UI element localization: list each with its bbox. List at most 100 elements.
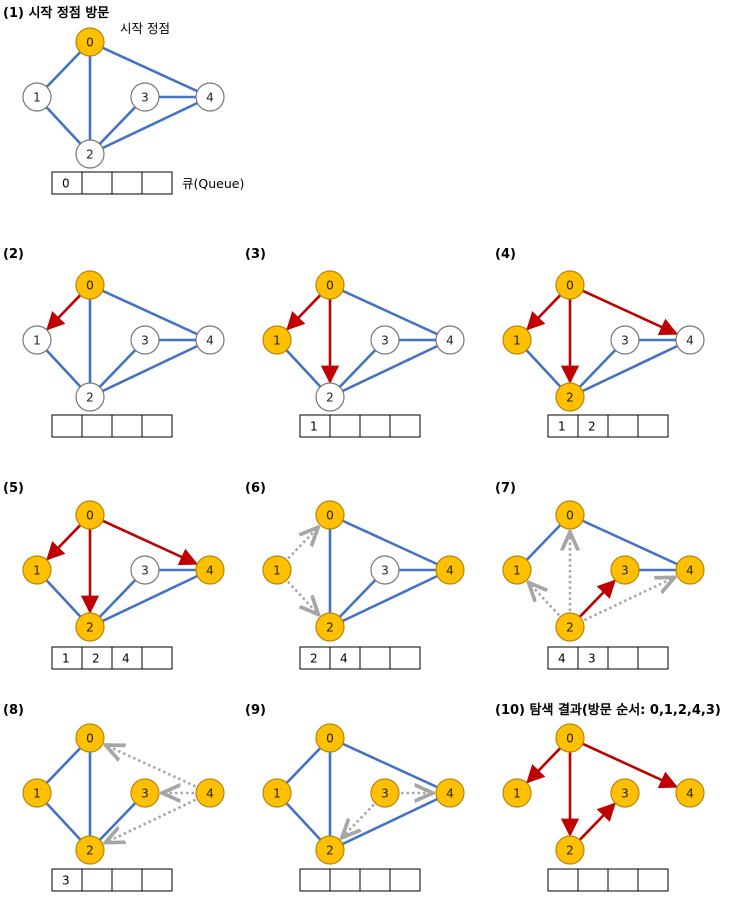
node-circle: [435, 778, 465, 808]
node-circle: [75, 270, 105, 300]
node-circle: [370, 555, 400, 585]
queue: [51, 414, 173, 438]
tree-edge-arrow: [526, 747, 562, 784]
node-circle: [22, 325, 52, 355]
node-circle: [555, 382, 585, 412]
node-circle: [130, 555, 160, 585]
node-2: 2: [75, 139, 105, 169]
node-circle: [675, 778, 705, 808]
node-0: 0: [315, 500, 345, 530]
node-2: 2: [555, 612, 585, 642]
queue-value: 4: [122, 652, 130, 666]
node-0: 0: [315, 723, 345, 753]
node-1: 1: [262, 555, 292, 585]
queue-cell: [359, 646, 391, 670]
node-label: 1: [33, 564, 41, 578]
node-3: 3: [370, 778, 400, 808]
node-circle: [610, 555, 640, 585]
queue-cell: [329, 414, 361, 438]
node-1: 1: [502, 778, 532, 808]
node-4: 4: [675, 555, 705, 585]
queue-value: 4: [558, 652, 566, 666]
check-edge-arrow: [529, 582, 561, 617]
graph-edge: [569, 513, 691, 572]
node-circle: [130, 778, 160, 808]
queue: 1: [299, 414, 421, 438]
queue: 1 2 4: [51, 646, 173, 670]
queue-value: 3: [588, 652, 596, 666]
node-circle: [195, 325, 225, 355]
tree-edge-arrow: [582, 289, 679, 336]
node-1: 1: [22, 555, 52, 585]
graph-edge: [89, 95, 211, 156]
node-0: 0: [75, 500, 105, 530]
queue-cell: [111, 868, 143, 892]
panel-title: (5): [3, 481, 24, 496]
node-0: 0: [75, 723, 105, 753]
tree-edge-arrow: [578, 802, 616, 841]
queue-cell: [389, 414, 421, 438]
node-4: 4: [435, 778, 465, 808]
node-label: 2: [86, 148, 94, 162]
node-label: 1: [33, 787, 41, 801]
node-3: 3: [610, 555, 640, 585]
queue-cell: [299, 868, 331, 892]
node-circle: [315, 270, 345, 300]
node-1: 1: [22, 325, 52, 355]
node-label: 1: [513, 334, 521, 348]
node-label: 2: [86, 621, 94, 635]
tree-edge-arrow: [582, 742, 679, 789]
node-3: 3: [130, 555, 160, 585]
queue-value: 0: [62, 177, 70, 191]
node-circle: [75, 723, 105, 753]
tree-edge-arrow: [46, 524, 82, 561]
node-circle: [130, 82, 160, 112]
node-circle: [435, 555, 465, 585]
node-0: 0: [555, 500, 585, 530]
panel-title: (10) 탐색 결과(방문 순서: 0,1,2,4,3): [495, 702, 721, 718]
panel-title: (3): [245, 247, 266, 262]
tree-edge-arrow: [526, 294, 562, 331]
node-circle: [675, 555, 705, 585]
queue-value: 4: [340, 652, 348, 666]
node-label: 4: [446, 787, 454, 801]
queue-cell: [607, 646, 639, 670]
queue-value: 1: [558, 420, 566, 434]
node-4: 4: [435, 555, 465, 585]
node-3: 3: [370, 325, 400, 355]
node-circle: [195, 82, 225, 112]
node-label: 4: [206, 787, 214, 801]
node-circle: [610, 778, 640, 808]
queue-value: 2: [310, 652, 318, 666]
node-circle: [262, 325, 292, 355]
node-circle: [315, 612, 345, 642]
node-0: 0: [75, 270, 105, 300]
node-circle: [555, 612, 585, 642]
node-circle: [262, 555, 292, 585]
node-circle: [75, 139, 105, 169]
node-4: 4: [195, 778, 225, 808]
node-3: 3: [610, 778, 640, 808]
node-4: 4: [195, 82, 225, 112]
queue: 0: [51, 171, 173, 195]
queue-cell: [607, 868, 639, 892]
node-label: 0: [566, 509, 574, 523]
graph-edge: [329, 338, 451, 399]
queue-cell: [389, 646, 421, 670]
queue-cell: [607, 414, 639, 438]
node-circle: [75, 27, 105, 57]
queue-cell: [389, 868, 421, 892]
node-3: 3: [130, 325, 160, 355]
queue-cell: [141, 414, 173, 438]
graph-edge: [89, 338, 211, 399]
queue-value: 2: [92, 652, 100, 666]
queue-label: 큐(Queue): [182, 176, 244, 191]
graph-edge: [329, 283, 451, 342]
queue-value: 1: [62, 652, 70, 666]
node-label: 4: [686, 564, 694, 578]
